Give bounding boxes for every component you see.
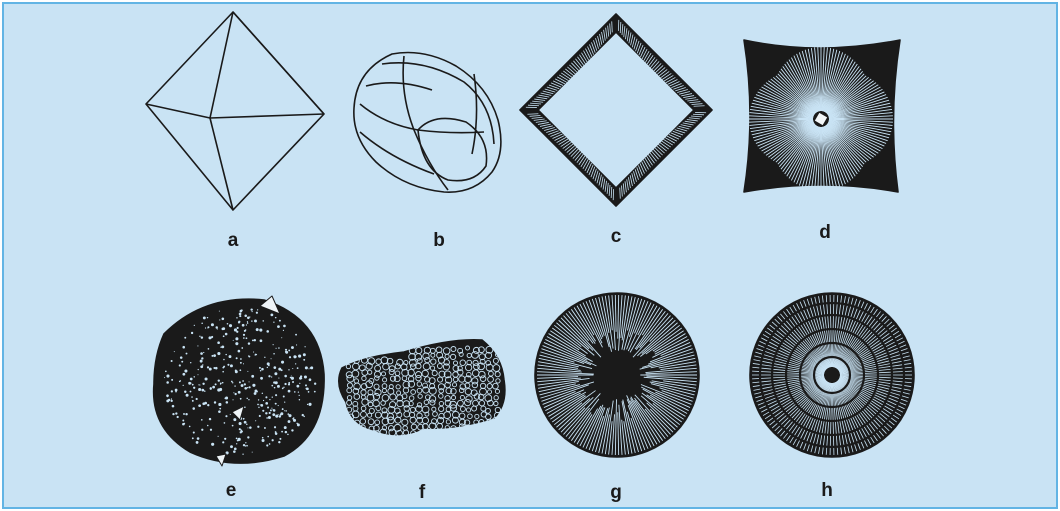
label-c: c [596, 226, 636, 248]
label-h: h [807, 480, 847, 502]
label-g: g [596, 482, 636, 504]
shape-a-octahedron [146, 12, 324, 210]
crystal-shapes-figure [4, 4, 1056, 507]
shape-d-fibrous-cuboid [744, 40, 900, 192]
shape-b-rounded-crystal [354, 53, 501, 193]
shape-g-radial-disc [535, 293, 699, 457]
shape-f-granular-irregular [339, 340, 505, 439]
label-f: f [402, 482, 442, 504]
label-e: e [211, 480, 251, 502]
label-a: a [213, 230, 253, 252]
label-d: d [805, 222, 845, 244]
label-b: b [419, 230, 459, 252]
shape-h-concentric-disc [750, 293, 914, 457]
shape-c-hatched-square [520, 14, 712, 206]
shape-e-granular-round [154, 296, 324, 466]
